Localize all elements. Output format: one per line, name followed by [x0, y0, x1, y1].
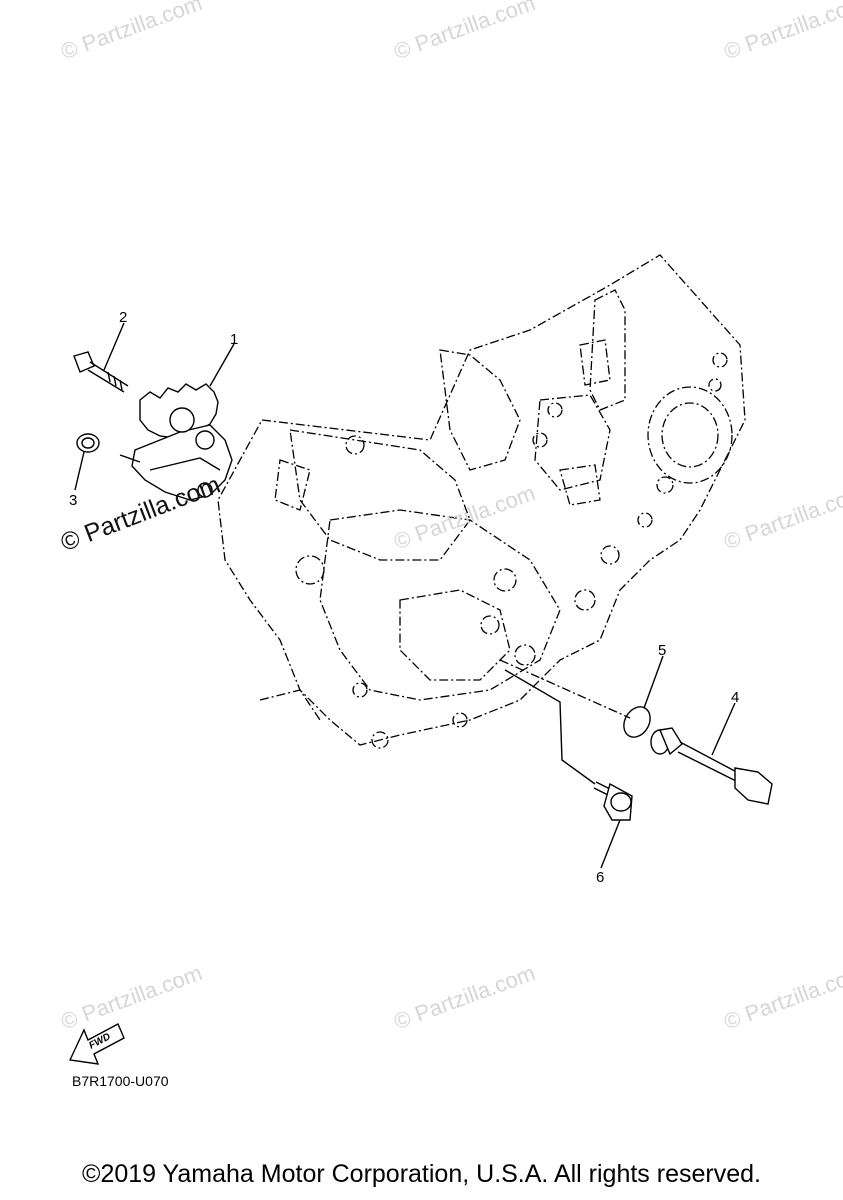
callout-2: 2 [119, 309, 127, 326]
drawing-code: B7R1700-U070 [72, 1073, 169, 1089]
o-ring-part-5 [623, 706, 651, 738]
oil-pump-assembly [131, 383, 233, 501]
bolt-part-2 [73, 351, 129, 393]
callout-5: 5 [658, 642, 666, 659]
callout-1: 1 [230, 331, 238, 348]
leader-lines [74, 322, 736, 869]
callout-3: 3 [69, 492, 77, 509]
collar-part-3 [76, 433, 100, 453]
copyright-notice: ©2019 Yamaha Motor Corporation, U.S.A. A… [82, 1160, 761, 1188]
callout-4: 4 [731, 689, 739, 706]
fwd-arrow-icon: FWD [68, 1023, 125, 1065]
dipstick-part-4 [650, 727, 773, 805]
flange-bolt-part-6 [593, 781, 633, 821]
callout-6: 6 [596, 869, 604, 886]
crankcase-outline [217, 254, 746, 749]
